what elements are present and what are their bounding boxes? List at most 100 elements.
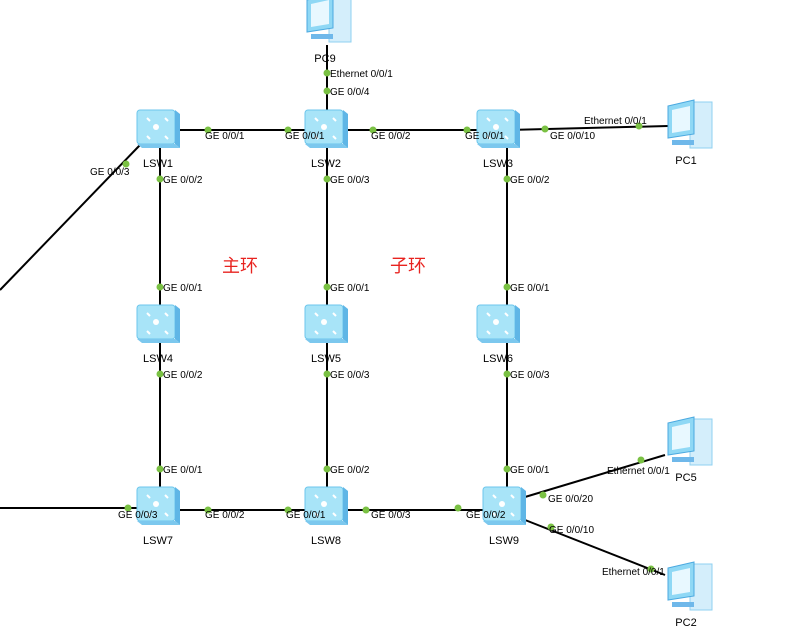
link-line[interactable]	[519, 517, 666, 576]
switch-lsw1[interactable]: LSW1	[136, 109, 180, 170]
switch-icon	[136, 304, 180, 343]
port-dot[interactable]	[323, 370, 331, 378]
pc-icon	[667, 416, 713, 466]
port-dot[interactable]	[156, 465, 164, 473]
link-line[interactable]	[0, 144, 141, 291]
port-label: GE 0/0/1	[163, 283, 203, 294]
port-dot[interactable]	[204, 126, 212, 134]
switch-icon	[476, 304, 520, 343]
switch-lsw4[interactable]: LSW4	[136, 304, 180, 365]
sub-ring-label: 子环	[390, 256, 426, 276]
port-label: GE 0/0/20	[548, 494, 593, 505]
switch-icon	[304, 486, 348, 525]
switch-lsw9[interactable]: LSW9	[482, 486, 526, 547]
pc-pc9[interactable]: PC9	[306, 0, 352, 65]
switch-lsw3[interactable]: LSW3	[476, 109, 520, 170]
port-dot[interactable]	[124, 504, 132, 512]
pc-icon	[306, 0, 352, 43]
port-dot[interactable]	[156, 370, 164, 378]
device-label: LSW6	[483, 353, 513, 365]
port-label: GE 0/0/3	[118, 510, 158, 521]
port-label: GE 0/0/1	[163, 465, 203, 476]
port-dot[interactable]	[284, 126, 292, 134]
port-label: Ethernet 0/0/1	[330, 69, 393, 80]
port-label: GE 0/0/2	[205, 510, 245, 521]
device-label: LSW1	[143, 158, 173, 170]
port-label: GE 0/0/1	[286, 510, 326, 521]
pc-icon	[667, 561, 713, 611]
device-label: LSW8	[311, 535, 341, 547]
device-label: LSW7	[143, 535, 173, 547]
switch-lsw2[interactable]: LSW2	[304, 109, 348, 170]
port-dot[interactable]	[284, 506, 292, 514]
port-dot[interactable]	[539, 491, 547, 499]
switch-lsw8[interactable]: LSW8	[304, 486, 348, 547]
port-dot[interactable]	[463, 126, 471, 134]
port-label: GE 0/0/1	[510, 283, 550, 294]
port-label: Ethernet 0/0/1	[584, 116, 647, 127]
switch-icon	[136, 109, 180, 148]
port-label: GE 0/0/3	[90, 167, 130, 178]
port-label: GE 0/0/3	[330, 370, 370, 381]
port-label: Ethernet 0/0/1	[602, 567, 665, 578]
port-label: GE 0/0/2	[330, 465, 370, 476]
port-dot[interactable]	[156, 175, 164, 183]
port-label: GE 0/0/3	[330, 175, 370, 186]
switch-lsw7[interactable]: LSW7	[136, 486, 180, 547]
port-dot[interactable]	[362, 506, 370, 514]
device-label: LSW9	[489, 535, 519, 547]
pc-pc2[interactable]: PC2	[667, 561, 713, 629]
port-dot[interactable]	[156, 283, 164, 291]
switch-icon	[482, 486, 526, 525]
device-label: LSW3	[483, 158, 513, 170]
port-dot[interactable]	[541, 125, 549, 133]
port-dot[interactable]	[503, 283, 511, 291]
port-label: GE 0/0/3	[371, 510, 411, 521]
device-label: PC1	[675, 155, 696, 167]
device-label: LSW2	[311, 158, 341, 170]
device-label: PC5	[675, 472, 696, 484]
port-label: GE 0/0/3	[510, 370, 550, 381]
port-label: Ethernet 0/0/1	[607, 466, 670, 477]
port-label: GE 0/0/2	[163, 370, 203, 381]
pc-pc1[interactable]: PC1	[667, 99, 713, 167]
port-dot[interactable]	[323, 175, 331, 183]
port-dot[interactable]	[503, 465, 511, 473]
port-dot[interactable]	[637, 456, 645, 464]
device-label: LSW5	[311, 353, 341, 365]
pc-pc5[interactable]: PC5	[667, 416, 713, 484]
switch-icon	[304, 304, 348, 343]
port-dot[interactable]	[503, 175, 511, 183]
switch-icon	[304, 109, 348, 148]
port-dot[interactable]	[323, 87, 331, 95]
port-label: GE 0/0/2	[510, 175, 550, 186]
port-dot[interactable]	[635, 122, 643, 130]
switch-lsw6[interactable]: LSW6	[476, 304, 520, 365]
port-dot[interactable]	[122, 160, 130, 168]
port-dot[interactable]	[647, 565, 655, 573]
device-label: PC9	[314, 53, 335, 65]
switch-icon	[476, 109, 520, 148]
port-dot[interactable]	[503, 370, 511, 378]
port-label: GE 0/0/4	[330, 87, 370, 98]
switch-lsw5[interactable]: LSW5	[304, 304, 348, 365]
port-label: GE 0/0/10	[550, 131, 595, 142]
switch-icon	[136, 486, 180, 525]
device-label: LSW4	[143, 353, 173, 365]
port-dot[interactable]	[547, 523, 555, 531]
port-dot[interactable]	[454, 504, 462, 512]
port-label: GE 0/0/1	[330, 283, 370, 294]
port-label: GE 0/0/2	[163, 175, 203, 186]
port-label: GE 0/0/1	[510, 465, 550, 476]
port-dot[interactable]	[323, 465, 331, 473]
port-dot[interactable]	[369, 126, 377, 134]
port-label: GE 0/0/1	[205, 131, 245, 142]
port-dot[interactable]	[323, 283, 331, 291]
port-label: GE 0/0/2	[466, 510, 506, 521]
port-dot[interactable]	[323, 69, 331, 77]
main-ring-label: 主环	[222, 256, 258, 276]
port-label: GE 0/0/1	[465, 131, 505, 142]
port-dot[interactable]	[204, 506, 212, 514]
device-label: PC2	[675, 617, 696, 629]
